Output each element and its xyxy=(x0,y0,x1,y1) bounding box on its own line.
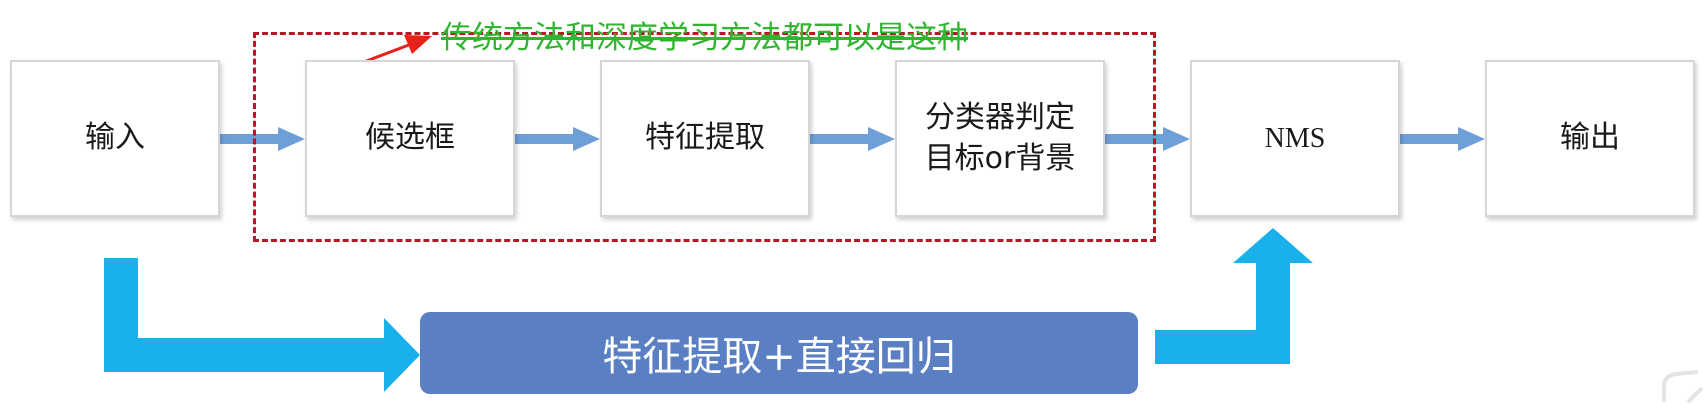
output-node-label: 输出 xyxy=(1560,120,1620,156)
nms-node: NMS xyxy=(1190,60,1400,217)
bypass-arrow-regression-to-nms xyxy=(1155,228,1313,364)
traditional-pipeline-frame xyxy=(253,32,1156,242)
classifier-node-label-line1: 分类器判定 xyxy=(924,100,1075,135)
bypass-arrow-input-to-regression xyxy=(104,258,420,392)
flow-arrow-nms-output xyxy=(1398,127,1485,151)
flow-arrow-feature-classify xyxy=(808,127,895,151)
classifier-node: 分类器判定 目标or背景 xyxy=(895,60,1105,217)
output-node: 输出 xyxy=(1485,60,1695,217)
regression-node-label: 特征提取+直接回归 xyxy=(602,334,956,380)
feature-extraction-node-label: 特征提取 xyxy=(645,120,765,156)
flow-arrow-classify-nms xyxy=(1103,127,1190,151)
input-node: 输入 xyxy=(10,60,220,217)
proposal-node: 候选框 xyxy=(305,60,515,217)
feature-extraction-node: 特征提取 xyxy=(600,60,810,217)
annotation-note: 传统方法和深度学习方法都可以是这种 xyxy=(441,20,968,56)
flow-arrow-proposal-feature xyxy=(513,127,600,151)
corner-watermark-icon xyxy=(1662,370,1704,404)
regression-node: 特征提取+直接回归 xyxy=(420,312,1138,394)
nms-node-label: NMS xyxy=(1264,122,1326,154)
proposal-node-label: 候选框 xyxy=(365,120,455,156)
classifier-node-label-line2: 目标or背景 xyxy=(924,140,1076,176)
input-node-label: 输入 xyxy=(85,120,145,156)
